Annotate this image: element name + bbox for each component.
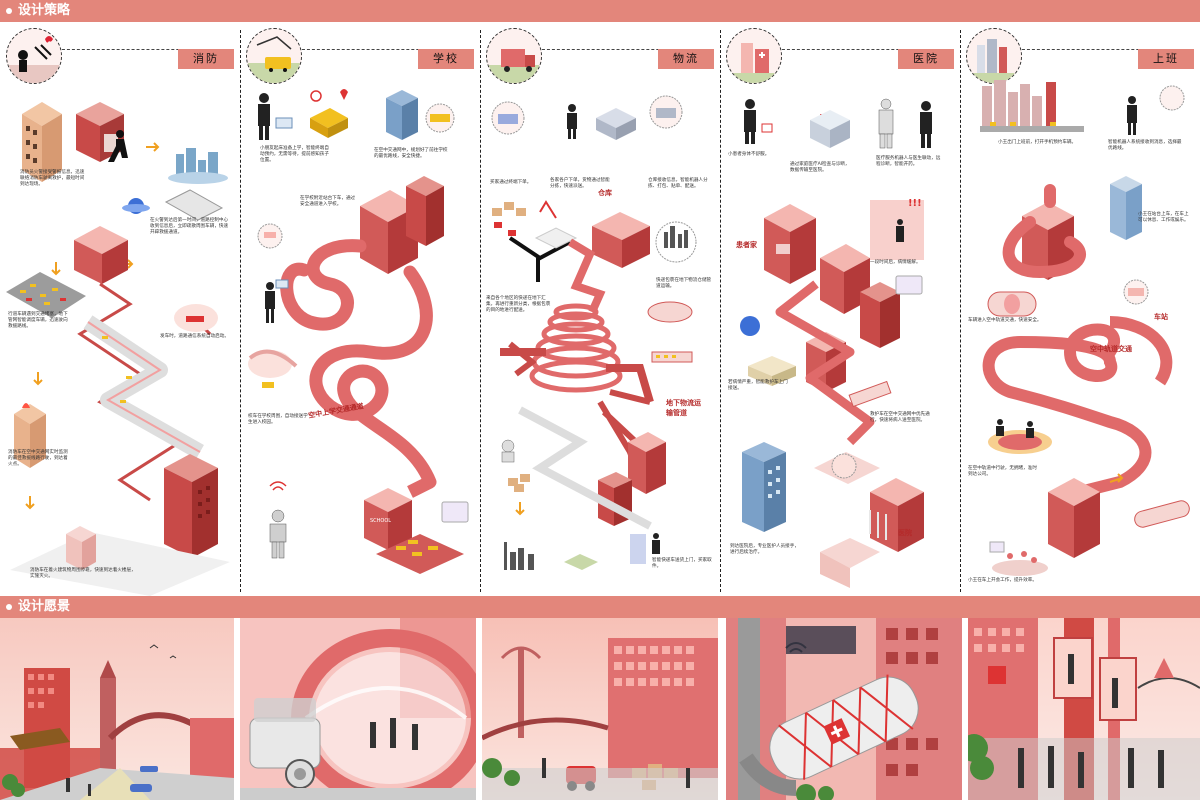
commute-overlay-label: 空中轨道交通	[1090, 345, 1132, 353]
patient-home-label: 患者家	[736, 241, 757, 249]
school-illustration: SCHOOL	[248, 89, 469, 574]
vision-image-fire	[0, 618, 234, 800]
fire-illustration	[6, 102, 230, 596]
panel-commute: 上班	[960, 22, 1200, 596]
panel-logistics: 物流	[480, 22, 720, 596]
fire-caption-5: 消防车在空中交通网实时监测的最佳救援线路行驶，到达着火点。	[8, 450, 68, 467]
vision-image-hospital	[726, 618, 962, 800]
commute-caption-4: 车辆进入空中轨道交通，快速安全。	[968, 318, 1042, 323]
hospital-label: 医院	[898, 529, 912, 537]
section-title: 设计策略	[18, 3, 71, 18]
fire-caption-1: 消防员火警接受警报信息，迅速联络消防车驶离救护，最短时间到达现场。	[20, 170, 85, 187]
tag-hospital: 医院	[898, 49, 954, 69]
panel-hospital: 医院	[720, 22, 960, 596]
tag-fire: 消防	[178, 49, 234, 69]
bullet-icon	[6, 7, 12, 14]
school-caption-2: 在空中交通网中，规划好了前往学校的最优路线，安全快捷。	[374, 148, 448, 159]
commute-caption-6: 小王在车上开会工作，提升效率。	[968, 578, 1037, 583]
fire-caption-6: 消防车在着火建筑物周围停靠，快速到达着火楼层，实施灭火。	[30, 568, 136, 579]
hospital-caption-2: 通过家庭医疗AI检查与诊断，数据传输至医院。	[790, 162, 850, 173]
svg-text:SCHOOL: SCHOOL	[370, 518, 391, 524]
school-bus-icon	[246, 28, 302, 84]
commute-caption-2: 智能机器人系统接收到消息，选择最优路线。	[1108, 140, 1182, 151]
panel-school: 学校	[240, 22, 480, 596]
hospital-caption-5: 若病情严重，智能救护车上门接送。	[728, 380, 788, 391]
warehouse-label: 仓库	[598, 189, 612, 197]
section-header-strategy: 设计策略	[0, 0, 1200, 22]
tag-commute: 上班	[1138, 49, 1194, 69]
commute-caption-1: 小王出门上班前，打开手机预约车辆。	[998, 140, 1077, 145]
commute-caption-5: 在空中轨道中行驶，无拥堵，准时到达公司。	[968, 466, 1037, 477]
hospital-caption-6: 救护车在空中交通网中优先通行，快速将病人送至医院。	[870, 412, 930, 423]
hospital-illustration: !!!	[740, 98, 932, 588]
tag-school: 学校	[418, 49, 474, 69]
apartment-building	[22, 102, 62, 182]
vision-image-school	[240, 618, 476, 800]
vision-image-logistics	[482, 618, 718, 800]
svg-text:!!!: !!!	[908, 198, 922, 209]
vision-gallery	[0, 618, 1200, 800]
fire-caption-4: 发车时，道路通信系统自动启动。	[160, 334, 229, 339]
school-caption-1: 小朋友起床准备上学，智能终端自动预约，无需等待，提前感知孩子位置。	[260, 146, 329, 163]
panel-fire: 消防	[0, 22, 240, 596]
logistics-caption-3: 仓库接收信息，智能机器人分拣、打包、贴单、配送。	[648, 178, 708, 189]
hospital-caption-1: 小患者身体不舒服。	[728, 152, 770, 157]
delivery-icon	[486, 28, 542, 84]
logistics-caption-6: 智能快递车送货上门，买家取件。	[652, 558, 712, 569]
bullet-icon	[6, 603, 12, 610]
strategy-panels: 消防	[0, 22, 1200, 596]
commute-illustration	[980, 80, 1190, 576]
logistics-caption-5: 来自各个地区的快递在地下汇集，再进行重新分类，根据包裹的目的地进行配送。	[486, 296, 551, 313]
logistics-overlay-label: 地下物流运输管道	[666, 399, 701, 417]
school-caption-4: 校车在学校周围，自动接送学生进入校园。	[248, 414, 308, 425]
station-label: 车站	[1154, 313, 1168, 321]
fire-caption-2: 在火警到达后第一时间，道路控制中心收到信息后，立即疏散周围车辆，快速开辟救援通道…	[150, 218, 229, 235]
school-caption-3: 在学校附近站台下车，通过安全通道进入学校。	[300, 196, 356, 207]
section-header-vision: 设计愿景	[0, 596, 1200, 618]
hospital-caption-4: 一段时间后，病情缓解。	[870, 260, 921, 265]
hospital-caption-3: 医疗服务机器人与医生联动，远程诊断，智能开药。	[876, 156, 941, 167]
commute-caption-3: 小王在站台上车，在车上可以休息、工作或娱乐。	[1138, 212, 1189, 223]
fire-caption-3: 行道车辆遇到交通堵塞，地下管网智能调度车辆，迅速驶向救援路线。	[8, 312, 68, 329]
logistics-caption-1: 买家通过终端下单。	[490, 180, 532, 185]
hospital-icon	[726, 28, 782, 84]
fire-scene-icon	[6, 28, 62, 84]
hospital-caption-7: 到达医院后，专业医护人员接手，进行后续治疗。	[730, 544, 799, 555]
vision-image-commute	[968, 618, 1200, 800]
section-title: 设计愿景	[18, 599, 71, 614]
city-commute-icon	[966, 28, 1022, 84]
tag-logistics: 物流	[658, 49, 714, 69]
logistics-caption-4: 快递包裹在地下物流仓储管道运输。	[656, 278, 712, 289]
logistics-caption-2: 各家各户下单，货物通过智能分拣，快速派送。	[550, 178, 610, 189]
logistics-illustration	[491, 95, 697, 570]
